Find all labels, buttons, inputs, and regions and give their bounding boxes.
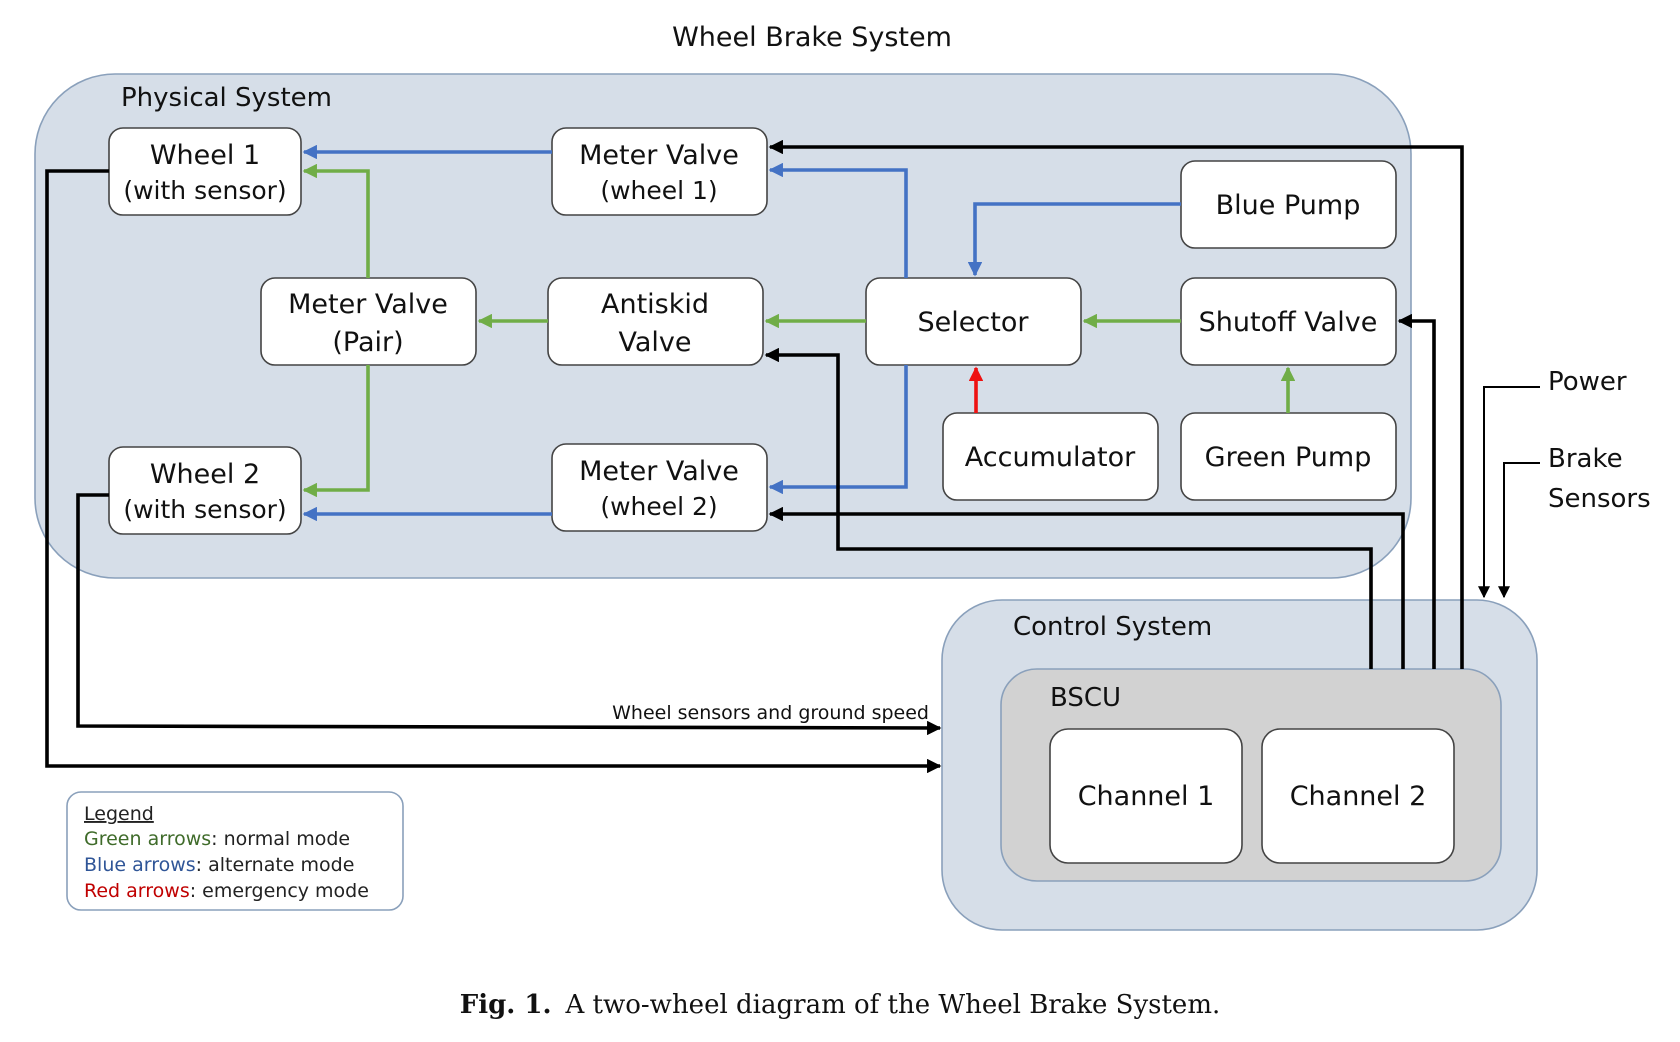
svg-text:(with sensor): (with sensor) <box>123 176 286 205</box>
legend-item-normal: Green arrows: normal mode <box>84 828 350 850</box>
figure-caption: Fig. 1. A two-wheel diagram of the Wheel … <box>0 990 1680 1020</box>
brake-sensors-label-line2: Sensors <box>1548 484 1651 514</box>
blue-arrow-selector-to-meter1 <box>768 162 908 278</box>
physical-system-label: Physical System <box>121 83 332 113</box>
svg-text:(Pair): (Pair) <box>332 327 403 358</box>
caption-label: Fig. 1. <box>459 990 552 1020</box>
wheel1-sensor-line <box>45 169 942 774</box>
accumulator-box: Accumulator <box>942 412 1159 501</box>
shutoff-valve-box: Shutoff Valve <box>1180 277 1397 366</box>
svg-text:Meter Valve: Meter Valve <box>288 289 448 320</box>
power-input-line <box>1478 386 1540 599</box>
svg-text:Antiskid: Antiskid <box>601 289 709 320</box>
control-line-to-meter1 <box>768 139 1464 669</box>
antiskid-valve-box: Antiskid Valve <box>547 277 764 366</box>
green-arrow-pair-to-wheel2 <box>302 365 370 498</box>
meter-valve-wheel1-box: Meter Valve (wheel 1) <box>551 127 768 216</box>
selector-box: Selector <box>865 277 1082 366</box>
diagram-title: Wheel Brake System <box>672 22 952 53</box>
svg-text:Accumulator: Accumulator <box>965 442 1136 473</box>
brake-sensors-input-line <box>1498 462 1540 599</box>
blue-arrow-pump-to-selector <box>967 202 1181 277</box>
svg-text:Shutoff Valve: Shutoff Valve <box>1199 307 1378 338</box>
legend-item-emergency: Red arrows: emergency mode <box>84 880 369 902</box>
meter-valve-wheel2-box: Meter Valve (wheel 2) <box>551 443 768 532</box>
channel-2-box: Channel 2 <box>1261 728 1455 864</box>
wheel-2-box: Wheel 2 (with sensor) <box>108 446 302 535</box>
svg-text:Channel 1: Channel 1 <box>1078 781 1215 812</box>
power-label: Power <box>1548 367 1627 397</box>
svg-text:Wheel 1: Wheel 1 <box>150 140 260 171</box>
bscu-label: BSCU <box>1050 683 1121 713</box>
brake-sensors-label-line1: Brake <box>1548 444 1623 474</box>
svg-text:Green Pump: Green Pump <box>1205 442 1372 473</box>
svg-text:Valve: Valve <box>618 327 691 358</box>
control-line-to-shutoff <box>1397 313 1436 669</box>
legend-title: Legend <box>84 803 154 825</box>
svg-text:(wheel 2): (wheel 2) <box>600 492 717 521</box>
svg-text:(with sensor): (with sensor) <box>123 495 286 524</box>
wheel2-sensor-line <box>76 493 942 736</box>
control-system-label: Control System <box>1013 612 1212 642</box>
wheel-sensor-label: Wheel sensors and ground speed <box>612 702 929 724</box>
control-line-to-meter2 <box>768 506 1405 669</box>
legend-item-alternate: Blue arrows: alternate mode <box>84 854 354 876</box>
blue-arrow-selector-to-meter2 <box>768 365 908 495</box>
svg-text:Meter Valve: Meter Valve <box>579 140 739 171</box>
legend: Legend Green arrows: normal mode Blue ar… <box>66 791 404 911</box>
svg-text:Channel 2: Channel 2 <box>1290 781 1427 812</box>
svg-text:Selector: Selector <box>918 307 1030 338</box>
wheel-brake-diagram: Wheel Brake System Physical System Contr… <box>34 22 1651 931</box>
svg-text:Meter Valve: Meter Valve <box>579 456 739 487</box>
green-arrow-pair-to-wheel1 <box>302 163 370 278</box>
control-line-to-antiskid <box>764 347 1373 669</box>
caption-text: A two-wheel diagram of the Wheel Brake S… <box>565 990 1221 1020</box>
wheel-1-box: Wheel 1 (with sensor) <box>108 127 302 216</box>
channel-1-box: Channel 1 <box>1049 728 1243 864</box>
svg-text:(wheel 1): (wheel 1) <box>600 176 717 205</box>
blue-pump-box: Blue Pump <box>1180 160 1397 249</box>
green-pump-box: Green Pump <box>1180 412 1397 501</box>
svg-text:Blue Pump: Blue Pump <box>1216 190 1361 221</box>
meter-valve-pair-box: Meter Valve (Pair) <box>260 277 477 366</box>
svg-text:Wheel 2: Wheel 2 <box>150 459 260 490</box>
